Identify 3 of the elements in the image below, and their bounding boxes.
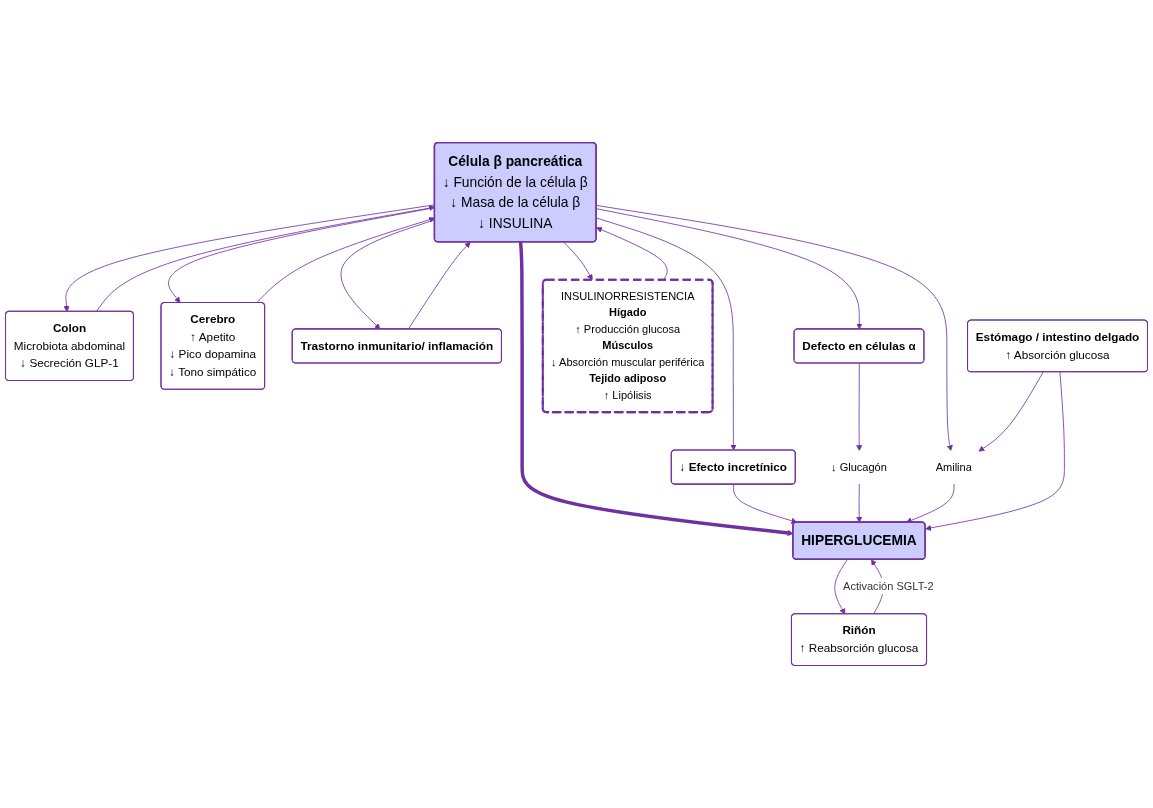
edge-label: Activación SGLT-2: [843, 580, 934, 592]
node-text: ↓ Glucagón: [831, 460, 887, 473]
node-text: Amilina: [935, 460, 972, 473]
